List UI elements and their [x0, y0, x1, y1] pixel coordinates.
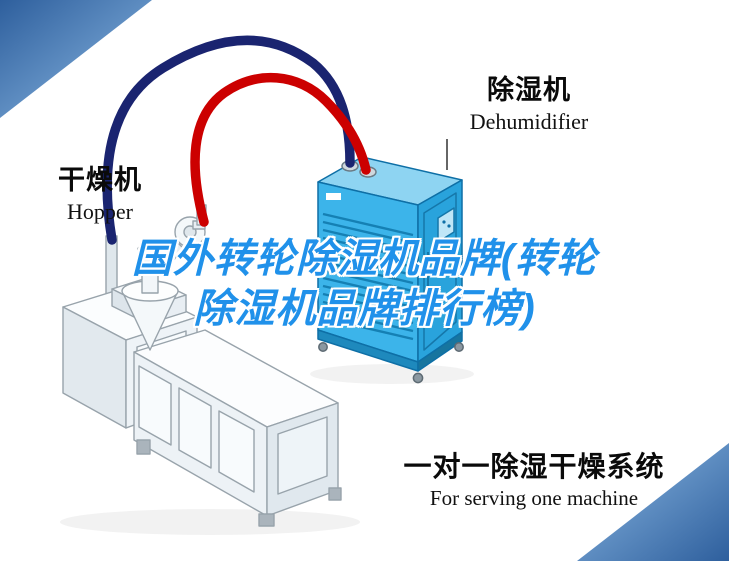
vent-slats	[322, 212, 414, 341]
system-label-zh: 一对一除湿干燥系统	[403, 451, 665, 482]
door-panel-1	[138, 365, 172, 446]
system-label-en: For serving one machine	[429, 485, 639, 510]
red-hose	[190, 72, 371, 227]
panel-button-2	[447, 224, 451, 228]
caster-1	[318, 342, 328, 352]
corner-triangle-top-left	[0, 0, 152, 118]
dehumidifier-label-zh: 除湿机	[487, 75, 571, 105]
extruder-machine	[62, 204, 342, 527]
control-panel	[437, 207, 455, 243]
machine-foot-2	[258, 513, 275, 527]
door-panel-end	[277, 416, 328, 495]
base-strip-side	[417, 331, 463, 372]
caster-3	[454, 342, 464, 352]
brand-chip	[326, 193, 341, 200]
corner-triangle-bottom-right	[577, 443, 729, 561]
dehumidifier-label-en: Dehumidifier	[469, 108, 589, 134]
hopper-label-en: Hopper	[67, 198, 133, 224]
hopper-cap	[137, 243, 163, 255]
door-panel-2	[178, 387, 212, 469]
caster-2	[412, 372, 424, 384]
blower-pipe	[159, 242, 185, 269]
door-panel-3	[218, 410, 255, 493]
watermark-line-1: 国外转轮除湿机品牌(转轮	[131, 237, 598, 281]
side-door-outline	[423, 192, 457, 351]
watermark-line-2: 除湿机品牌排行榜)	[193, 287, 536, 331]
machine-shadow	[60, 509, 360, 535]
dehumidifier-label: 除湿机 Dehumidifier	[444, 75, 614, 134]
machine-foot-3	[328, 487, 342, 501]
hopper-label: 干燥机 Hopper	[40, 165, 160, 224]
hopper-label-zh: 干燥机	[58, 165, 142, 195]
panel-button-1	[442, 220, 446, 224]
system-label: 一对一除湿干燥系统 For serving one machine	[390, 451, 678, 510]
watermark-title: 国外转轮除湿机品牌(转轮 除湿机品牌排行榜)	[0, 234, 729, 334]
dehumidifier-shadow	[310, 364, 474, 384]
machine-foot-1	[136, 439, 151, 455]
navy-hose	[102, 35, 355, 245]
